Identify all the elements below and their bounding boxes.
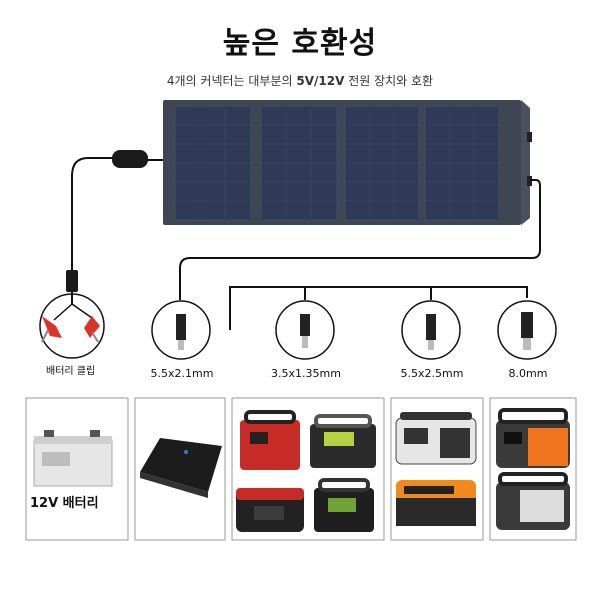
- station-red-black-image: [236, 488, 304, 532]
- subtitle-prefix: 4개의 커넥터는 대부분의: [166, 74, 297, 88]
- connector-label-3: 5.5x2.5mm: [400, 367, 464, 380]
- station-white-image: [395, 412, 477, 465]
- inline-connector: [112, 150, 148, 168]
- station-jackery-orange-image: [496, 408, 570, 468]
- station-orange-image: [396, 480, 476, 526]
- subtitle-suffix: 전원 장치와 호환: [344, 74, 434, 88]
- connector-5-5x2-5: [401, 300, 461, 360]
- station-red-image: [240, 410, 300, 470]
- station-black-green-image: [314, 478, 374, 532]
- clip-cable: [71, 157, 163, 270]
- connector-label-4: 8.0mm: [508, 367, 548, 380]
- connector-label-2: 3.5x1.35mm: [271, 367, 341, 380]
- page-subtitle: 4개의 커넥터는 대부분의 5V/12V 전원 장치와 호환: [0, 72, 600, 89]
- battery-label: 12V 배터리: [30, 496, 99, 511]
- station-jackery-grey-image: [496, 472, 570, 530]
- battery-image: [33, 430, 113, 487]
- connector-label-1: 5.5x2.1mm: [150, 367, 214, 380]
- clip-plug: [66, 270, 78, 292]
- powerbank-image: [140, 438, 222, 498]
- station-dark-image: [310, 414, 376, 468]
- connector-8-0: [497, 300, 557, 360]
- connector-3-5x1-35: [275, 300, 335, 360]
- clip-label: 배터리 클립: [46, 366, 96, 377]
- subtitle-voltage: 5V/12V: [296, 74, 345, 88]
- page-title: 높은 호환성: [222, 26, 378, 61]
- connector-5-5x2-1: [151, 300, 211, 360]
- solar-panel: [163, 100, 532, 225]
- connector-cable: [179, 179, 541, 330]
- battery-clip: [39, 292, 105, 359]
